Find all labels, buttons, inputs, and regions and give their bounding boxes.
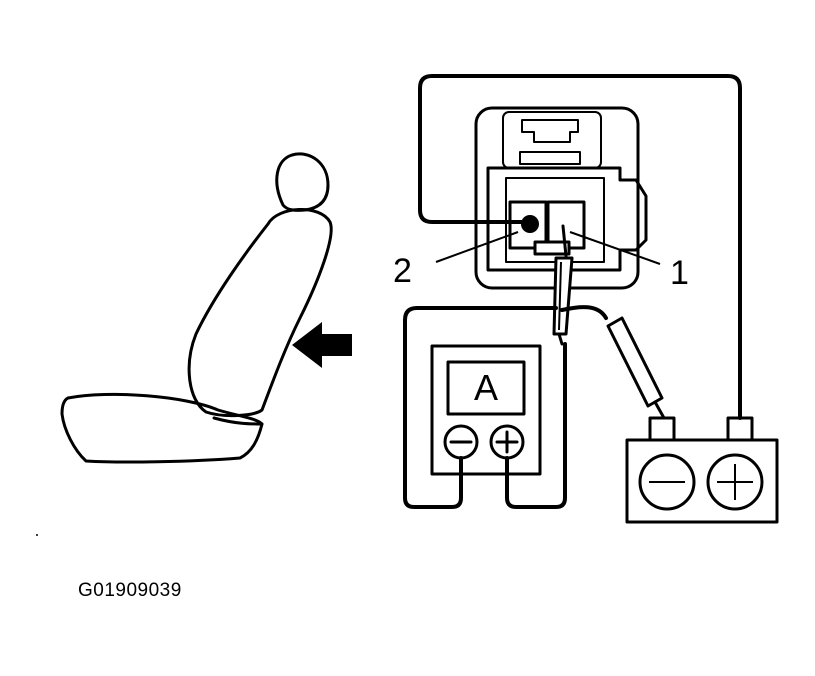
minus-sign-icon <box>443 424 479 460</box>
battery-lead <box>560 305 666 420</box>
car-seat-icon <box>60 152 333 464</box>
ammeter-negative-lead <box>403 306 558 509</box>
callout-2-leader <box>435 231 519 263</box>
diagram-code: G01909039 <box>78 580 182 601</box>
callout-label-2: 2 <box>393 252 412 290</box>
ammeter-letter: A <box>474 367 498 408</box>
plus-sign-icon <box>706 453 764 511</box>
terminal-2-contact <box>521 215 539 233</box>
callout-label-1: 1 <box>670 254 689 292</box>
arrow-left-icon <box>292 322 352 368</box>
battery <box>625 416 779 524</box>
plus-sign-icon <box>489 424 525 460</box>
callout-1-leader <box>569 231 661 265</box>
minus-sign-icon <box>638 453 696 511</box>
ammeter-positive-lead <box>505 342 567 509</box>
terminal-2-cavity <box>508 200 548 250</box>
ammeter: A <box>430 344 542 476</box>
wire-terminal-2-to-battery-positive <box>418 74 742 420</box>
